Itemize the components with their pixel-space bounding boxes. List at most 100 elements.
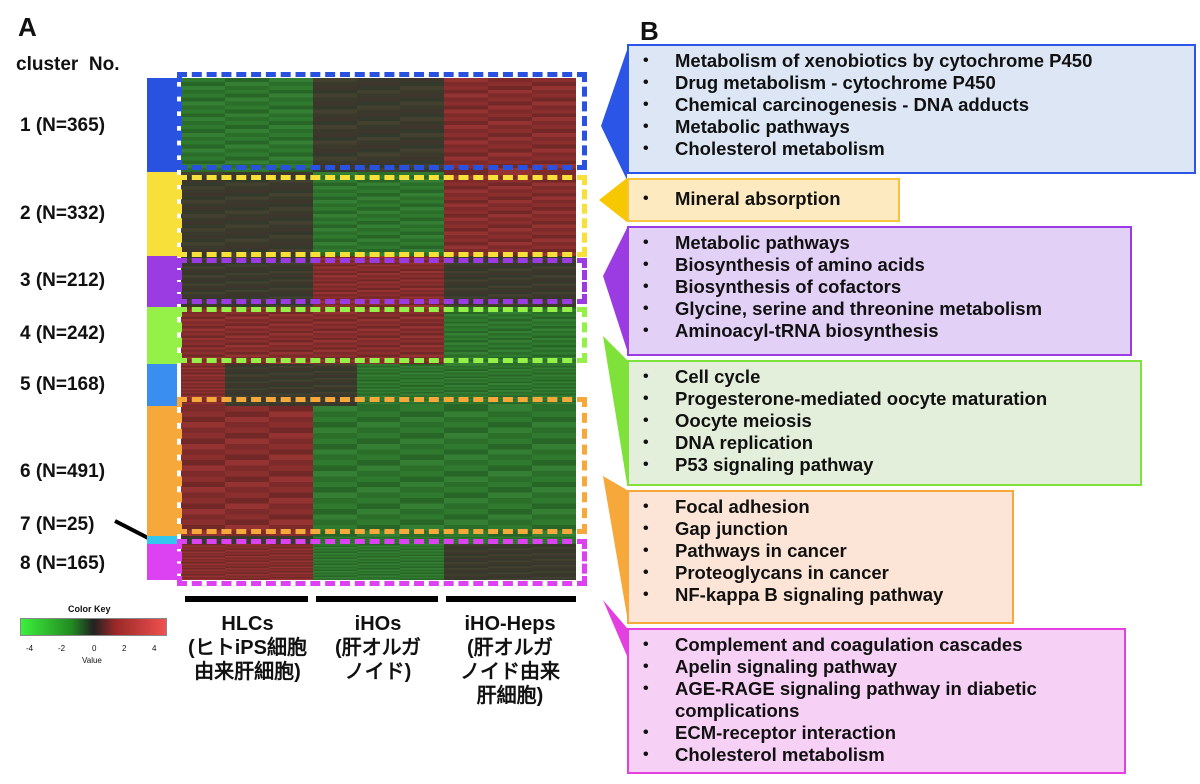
cluster-label: 2 (N=332) xyxy=(20,203,106,224)
pathway-box-cluster-5: Cell cycle Progesterone-mediated oocyte … xyxy=(627,360,1142,486)
arrow-shape xyxy=(601,50,627,180)
pathway-item: Biosynthesis of amino acids xyxy=(643,254,1122,276)
group-bar xyxy=(185,596,308,602)
cluster-color-bar xyxy=(147,544,177,580)
group-label-hlcs: HLCs (ヒトiPS細胞 由来肝細胞) xyxy=(188,613,307,683)
heatmap-cell xyxy=(488,307,533,364)
panel-a-label: A xyxy=(18,12,37,42)
heatmap-cell xyxy=(400,78,445,172)
heatmap-cell xyxy=(312,406,358,536)
color-key-tick: 2 xyxy=(122,644,127,653)
pathway-item: Pathways in cancer xyxy=(643,540,1004,562)
arrow-shape xyxy=(603,228,627,350)
cluster-label: 8 (N=165) xyxy=(20,553,106,574)
cluster-label: 6 (N=491) xyxy=(20,461,106,482)
cluster-color-bar xyxy=(147,256,177,307)
heatmap-cell xyxy=(268,544,314,580)
group-bar xyxy=(316,596,438,602)
heatmap-cell xyxy=(532,406,576,536)
heatmap-cell xyxy=(532,78,576,172)
pathway-item: Metabolic pathways xyxy=(643,232,1122,254)
heatmap-cell xyxy=(268,307,314,364)
heatmap-cell xyxy=(444,172,489,256)
cluster-outline xyxy=(177,258,587,304)
cluster-color-bar xyxy=(147,172,177,256)
arrow-markers xyxy=(599,50,627,656)
heatmap-cell xyxy=(400,172,445,256)
heatmap-cell xyxy=(224,406,270,536)
heatmap-cell xyxy=(181,78,226,172)
heatmap-cell xyxy=(444,256,489,307)
heatmap-cell xyxy=(312,172,358,256)
pathway-item: Apelin signaling pathway xyxy=(643,656,1116,678)
pathway-item: Complement and coagulation cascades xyxy=(643,634,1116,656)
cluster-label: 4 (N=242) xyxy=(20,323,106,344)
cluster-label: 7 (N=25) xyxy=(20,514,95,535)
pathway-item: Progesterone-mediated oocyte maturation xyxy=(643,388,1132,410)
pathway-item: Focal adhesion xyxy=(643,496,1004,518)
pathway-item: Metabolism of xenobiotics by cytochrome … xyxy=(643,50,1186,72)
color-key-tick: 4 xyxy=(152,644,157,653)
group-label-ihos: iHOs (肝オルガ ノイド) xyxy=(334,613,422,683)
heatmap-cell xyxy=(312,256,358,307)
cluster-color-bar xyxy=(147,536,177,544)
heatmap-cell xyxy=(268,78,314,172)
heatmap-cell xyxy=(224,307,270,364)
cluster-color-bar xyxy=(147,78,177,172)
heatmap-cell xyxy=(488,544,533,580)
heatmap-cell xyxy=(181,406,226,536)
color-key-tick: -4 xyxy=(26,644,34,653)
pathway-item: Cell cycle xyxy=(643,366,1132,388)
heatmap-cell xyxy=(444,307,489,364)
arrow-shape xyxy=(599,178,627,222)
pathway-item: Biosynthesis of cofactors xyxy=(643,276,1122,298)
pathway-item: AGE-RAGE signaling pathway in diabetic c… xyxy=(643,678,1116,722)
pathway-item: Chemical carcinogenesis - DNA adducts xyxy=(643,94,1186,116)
heatmap-cell xyxy=(400,406,445,536)
heatmap-cell xyxy=(488,78,533,172)
heatmap-cell xyxy=(488,256,533,307)
heatmap-cell xyxy=(356,78,401,172)
heatmap-cell xyxy=(356,544,401,580)
color-key-gradient xyxy=(20,618,167,636)
heatmap-cell xyxy=(268,172,314,256)
pathway-item: Aminoacyl-tRNA biosynthesis xyxy=(643,320,1122,342)
pathway-item: Metabolic pathways xyxy=(643,116,1186,138)
cluster-label: 5 (N=168) xyxy=(20,374,106,395)
heatmap-cluster-block xyxy=(181,406,576,536)
heatmap-cell xyxy=(268,406,314,536)
heatmap-cell xyxy=(356,256,401,307)
heatmap-cell xyxy=(488,172,533,256)
heatmap-cell xyxy=(312,544,358,580)
heatmap-cell xyxy=(444,406,489,536)
pathway-item: Proteoglycans in cancer xyxy=(643,562,1004,584)
heatmap-cluster-block xyxy=(181,307,576,364)
pathway-item: Mineral absorption xyxy=(643,184,890,214)
pathway-box-cluster-2: Mineral absorption xyxy=(627,178,900,222)
heatmap-cluster-block xyxy=(181,544,576,580)
heatmap-cell xyxy=(488,406,533,536)
pathway-item: ECM-receptor interaction xyxy=(643,722,1116,744)
heatmap-cell xyxy=(400,307,445,364)
cluster-7-pointer-line xyxy=(114,519,151,541)
group-label-iho-heps: iHO-Heps (肝オルガ ノイド由来 肝細胞) xyxy=(460,613,560,707)
panel-b-label: B xyxy=(640,16,659,46)
pathway-item: NF-kappa B signaling pathway xyxy=(643,584,1004,606)
color-key-tick: 0 xyxy=(92,644,97,653)
cluster-outline xyxy=(177,397,587,534)
color-key-tick: -2 xyxy=(58,644,66,653)
heatmap-cell xyxy=(356,406,401,536)
heatmap-cell xyxy=(532,256,576,307)
heatmap-cluster-block xyxy=(181,78,576,172)
heatmap-cell xyxy=(312,307,358,364)
heatmap-cell xyxy=(400,544,445,580)
pathway-item: Glycine, serine and threonine metabolism xyxy=(643,298,1122,320)
cluster-outline xyxy=(177,72,587,170)
arrow-shape xyxy=(603,476,627,616)
heatmap-cell xyxy=(532,172,576,256)
pathway-box-cluster-8: Complement and coagulation cascades Apel… xyxy=(627,628,1126,774)
pathway-item: Gap junction xyxy=(643,518,1004,540)
color-key-title: Color Key xyxy=(68,604,111,614)
pathway-item: Cholesterol metabolism xyxy=(643,138,1186,160)
group-bar xyxy=(446,596,576,602)
